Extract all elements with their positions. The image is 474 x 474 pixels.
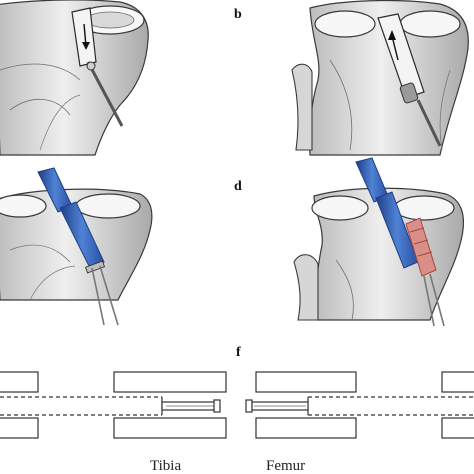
bone-block: [255, 417, 357, 439]
retrograde-reamer-sleeve: [377, 13, 425, 104]
bone-block: [441, 371, 474, 393]
bone-block: [441, 417, 474, 439]
panel-d: d: [234, 157, 465, 327]
drill-guide-sleeve: [71, 7, 97, 67]
tibia-bone-illustration: [0, 188, 153, 301]
guide-wire: [86, 61, 124, 127]
bone-block: [255, 371, 357, 393]
graft-in-tunnel: [405, 217, 437, 277]
graft-passer-instrument: [37, 167, 106, 274]
panel-a: [0, 0, 149, 156]
bone-block: [113, 417, 227, 439]
tibia-bone-illustration: [0, 0, 149, 156]
bone-block: [113, 371, 227, 393]
panel-f: f: [236, 345, 474, 439]
guide-wire: [416, 99, 442, 147]
guide-wire: [423, 273, 445, 327]
bone-block: [0, 417, 39, 439]
caption-tibia: Tibia: [150, 458, 181, 474]
panel-e-schematic: [0, 371, 227, 439]
panel-b: b: [234, 0, 469, 156]
caption-femur: Femur: [266, 458, 305, 474]
graft-tip: [245, 399, 253, 413]
tibia-bone-illustration: [291, 0, 469, 156]
panel-label-d: d: [234, 179, 242, 194]
guide-wire: [91, 265, 119, 326]
panel-label-f: f: [236, 345, 241, 360]
panel-c: [0, 167, 153, 326]
graft-tip: [213, 399, 221, 413]
bone-block: [0, 371, 39, 393]
panel-label-b: b: [234, 7, 242, 22]
tibia-bone-illustration: [293, 187, 465, 321]
panel-f-schematic: [245, 371, 474, 439]
